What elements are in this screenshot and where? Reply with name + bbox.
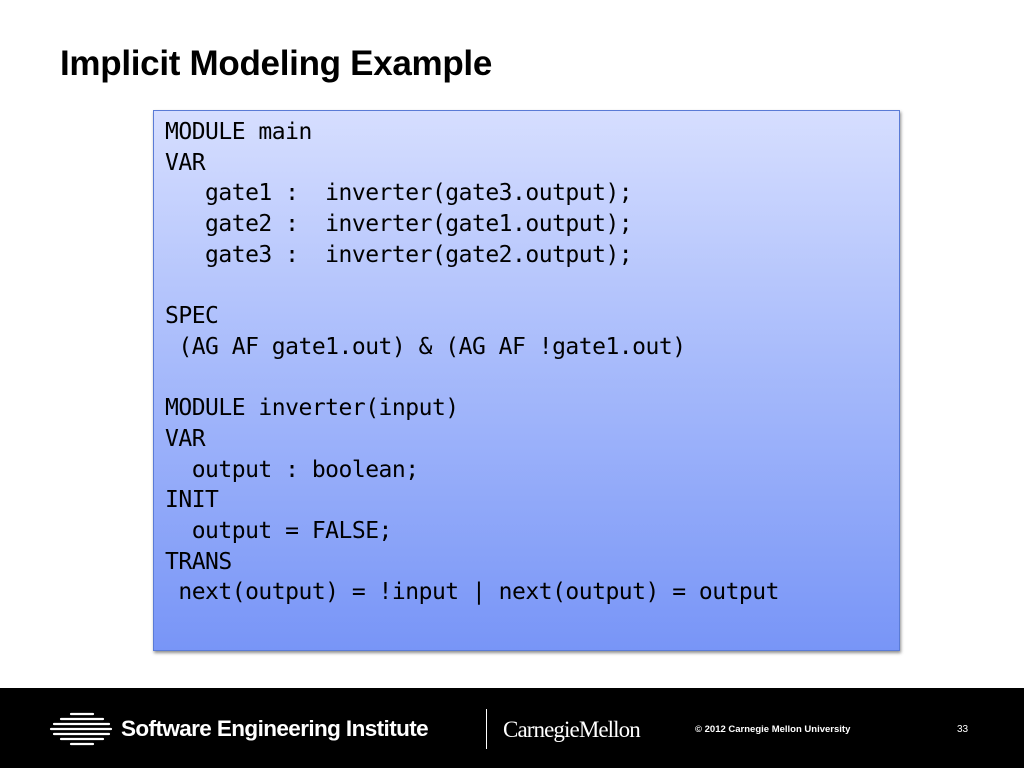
code-line: VAR	[165, 425, 206, 452]
slide-title: Implicit Modeling Example	[60, 44, 493, 83]
sei-logo-icon	[49, 712, 113, 746]
code-block: MODULE main VAR gate1 : inverter(gate3.o…	[153, 110, 900, 651]
code-line: (AG AF gate1.out) & (AG AF !gate1.out)	[165, 333, 686, 360]
code-line: INIT	[165, 487, 219, 514]
institute-name: Software Engineering Institute	[121, 716, 429, 741]
code-line: next(output) = !input | next(output) = o…	[165, 579, 779, 606]
code-line	[165, 363, 899, 394]
code-line	[165, 270, 899, 301]
code-line: gate3 : inverter(gate2.output);	[165, 241, 633, 268]
code-line: output : boolean;	[165, 456, 419, 483]
footer-bar	[0, 688, 1024, 768]
code-line: TRANS	[165, 548, 232, 575]
page-number: 33	[957, 724, 969, 735]
copyright-notice: © 2012 Carnegie Mellon University	[695, 724, 851, 735]
code-line: MODULE inverter(input)	[165, 395, 459, 422]
code-line: gate2 : inverter(gate1.output);	[165, 211, 633, 238]
code-line: SPEC	[165, 303, 219, 330]
footer-divider	[486, 709, 487, 749]
university-wordmark: CarnegieMellon	[503, 717, 641, 742]
code-line: output = FALSE;	[165, 517, 393, 544]
code-line: MODULE main	[165, 119, 312, 145]
code-line: VAR	[165, 149, 206, 176]
code-line: gate1 : inverter(gate3.output);	[165, 180, 633, 207]
